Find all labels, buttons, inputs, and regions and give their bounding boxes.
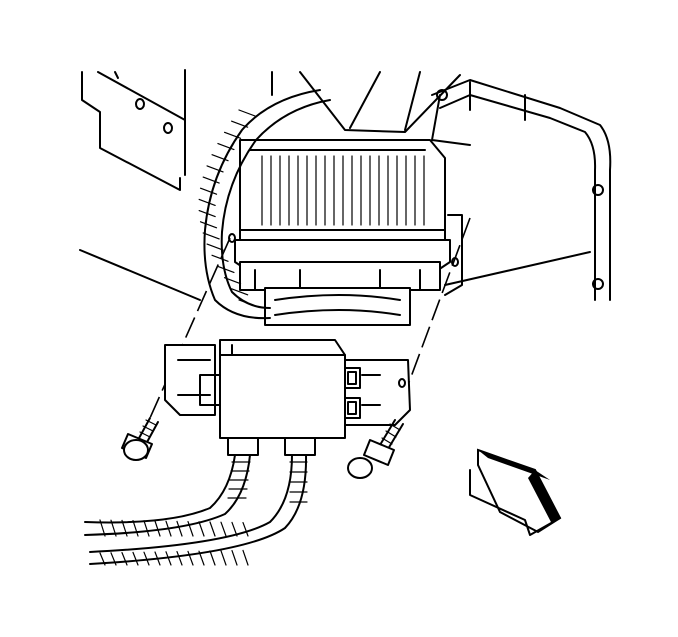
electronic-module xyxy=(164,339,411,456)
harness-loom-wrap xyxy=(211,254,229,262)
harness-loom-wrap xyxy=(238,109,256,117)
mounting-bolt-left xyxy=(121,417,159,461)
lead-loom-wrap xyxy=(121,551,128,566)
harness-loom-wrap xyxy=(199,221,218,229)
housing-vent-ribs xyxy=(261,155,425,226)
lead-loom-wrap xyxy=(154,520,161,537)
direction-arrow xyxy=(469,448,562,536)
lead-loom-wrap xyxy=(242,521,249,537)
lead-loom-wrap xyxy=(242,549,249,566)
harness-loom-wrap xyxy=(231,120,249,128)
wiring-harness xyxy=(198,89,331,320)
harness-loom-wrap xyxy=(238,299,256,307)
harness-loom-wrap xyxy=(223,131,242,139)
harness-loom-wraps xyxy=(198,109,256,307)
instrument-panel-bracket xyxy=(79,69,591,301)
module-mount-hole xyxy=(398,378,406,388)
harness-loom-wrap xyxy=(206,165,224,173)
lead-loom-wrap xyxy=(231,549,238,566)
lead-loom-wraps xyxy=(99,461,308,566)
harness-loom-wrap xyxy=(231,288,249,296)
bracket-hole xyxy=(163,122,173,134)
harness-loom-wrap xyxy=(202,232,220,240)
lead-loom-wrap xyxy=(110,519,117,537)
lead-loom-wrap xyxy=(165,551,172,566)
lead-loom-wrap xyxy=(132,551,139,566)
blower-motor-housing xyxy=(228,139,463,326)
module-body xyxy=(219,339,346,439)
harness-loom-wrap xyxy=(199,187,218,195)
module-mounting-tab-left xyxy=(164,344,216,416)
connector-left xyxy=(227,437,259,456)
harness-loom-wrap xyxy=(198,209,216,218)
harness-loom-wrap xyxy=(198,198,216,207)
lead-loom-wrap xyxy=(165,520,172,537)
harness-loom-wrap xyxy=(211,154,229,162)
frame-hole xyxy=(592,184,604,196)
harness-loom-wrap xyxy=(223,277,242,285)
lead-loom-wrap xyxy=(110,552,117,566)
frame-hole xyxy=(592,278,604,290)
frame-hole xyxy=(436,89,448,101)
harness-loom-wrap xyxy=(202,176,220,184)
lead-loom-wrap xyxy=(176,520,183,537)
bracket-hole xyxy=(135,98,145,110)
lead-loom-wrap xyxy=(187,550,194,566)
lead-loom-wrap xyxy=(209,521,216,537)
lead-loom-wrap xyxy=(220,521,227,537)
lead-loom-wrap xyxy=(143,551,150,566)
lead-loom-wrap xyxy=(187,520,194,537)
lead-loom-wrap xyxy=(231,521,238,537)
lead-loom-wrap xyxy=(198,521,205,537)
lead-loom-wrap xyxy=(154,551,161,566)
lead-loom-wrap xyxy=(132,519,139,537)
module-terminals xyxy=(344,367,381,419)
mounting-bolt-right xyxy=(347,419,404,479)
harness-loom-wrap xyxy=(217,265,235,274)
housing-mount-hole xyxy=(228,233,236,243)
lead-loom-wrap xyxy=(99,552,106,566)
lead-loom-wrap xyxy=(143,520,150,537)
lead-loom-wrap xyxy=(209,550,216,566)
lead-loom-wrap xyxy=(220,550,227,566)
support-frame xyxy=(431,79,612,301)
harness-loom-wrap xyxy=(206,243,224,251)
connector-right xyxy=(284,437,316,456)
module-wiring-leads xyxy=(84,454,308,566)
lead-loom-wrap xyxy=(121,519,128,537)
lead-loom-wrap xyxy=(198,550,205,566)
lead-loom-wrap xyxy=(176,550,183,566)
lead-loom-wrap xyxy=(99,519,106,537)
harness-loom-wrap xyxy=(217,142,235,151)
